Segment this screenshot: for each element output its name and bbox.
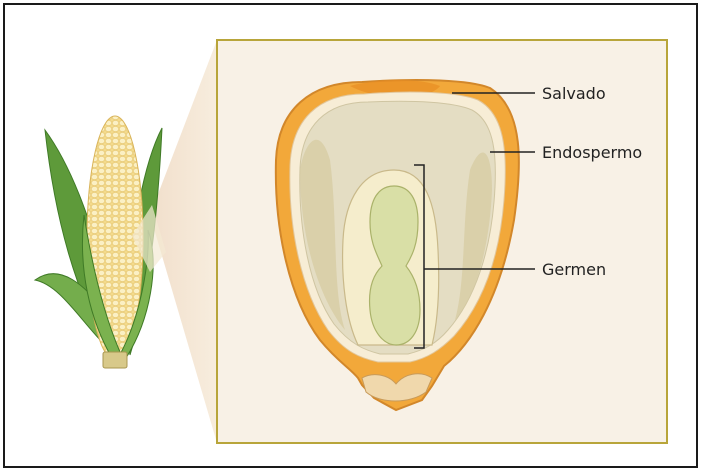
corn-cob [35,116,166,368]
salvado-label: Salvado [542,84,606,103]
endospermo-label: Endospermo [542,143,642,162]
cob-stem [103,352,127,368]
germen-label: Germen [542,260,606,279]
